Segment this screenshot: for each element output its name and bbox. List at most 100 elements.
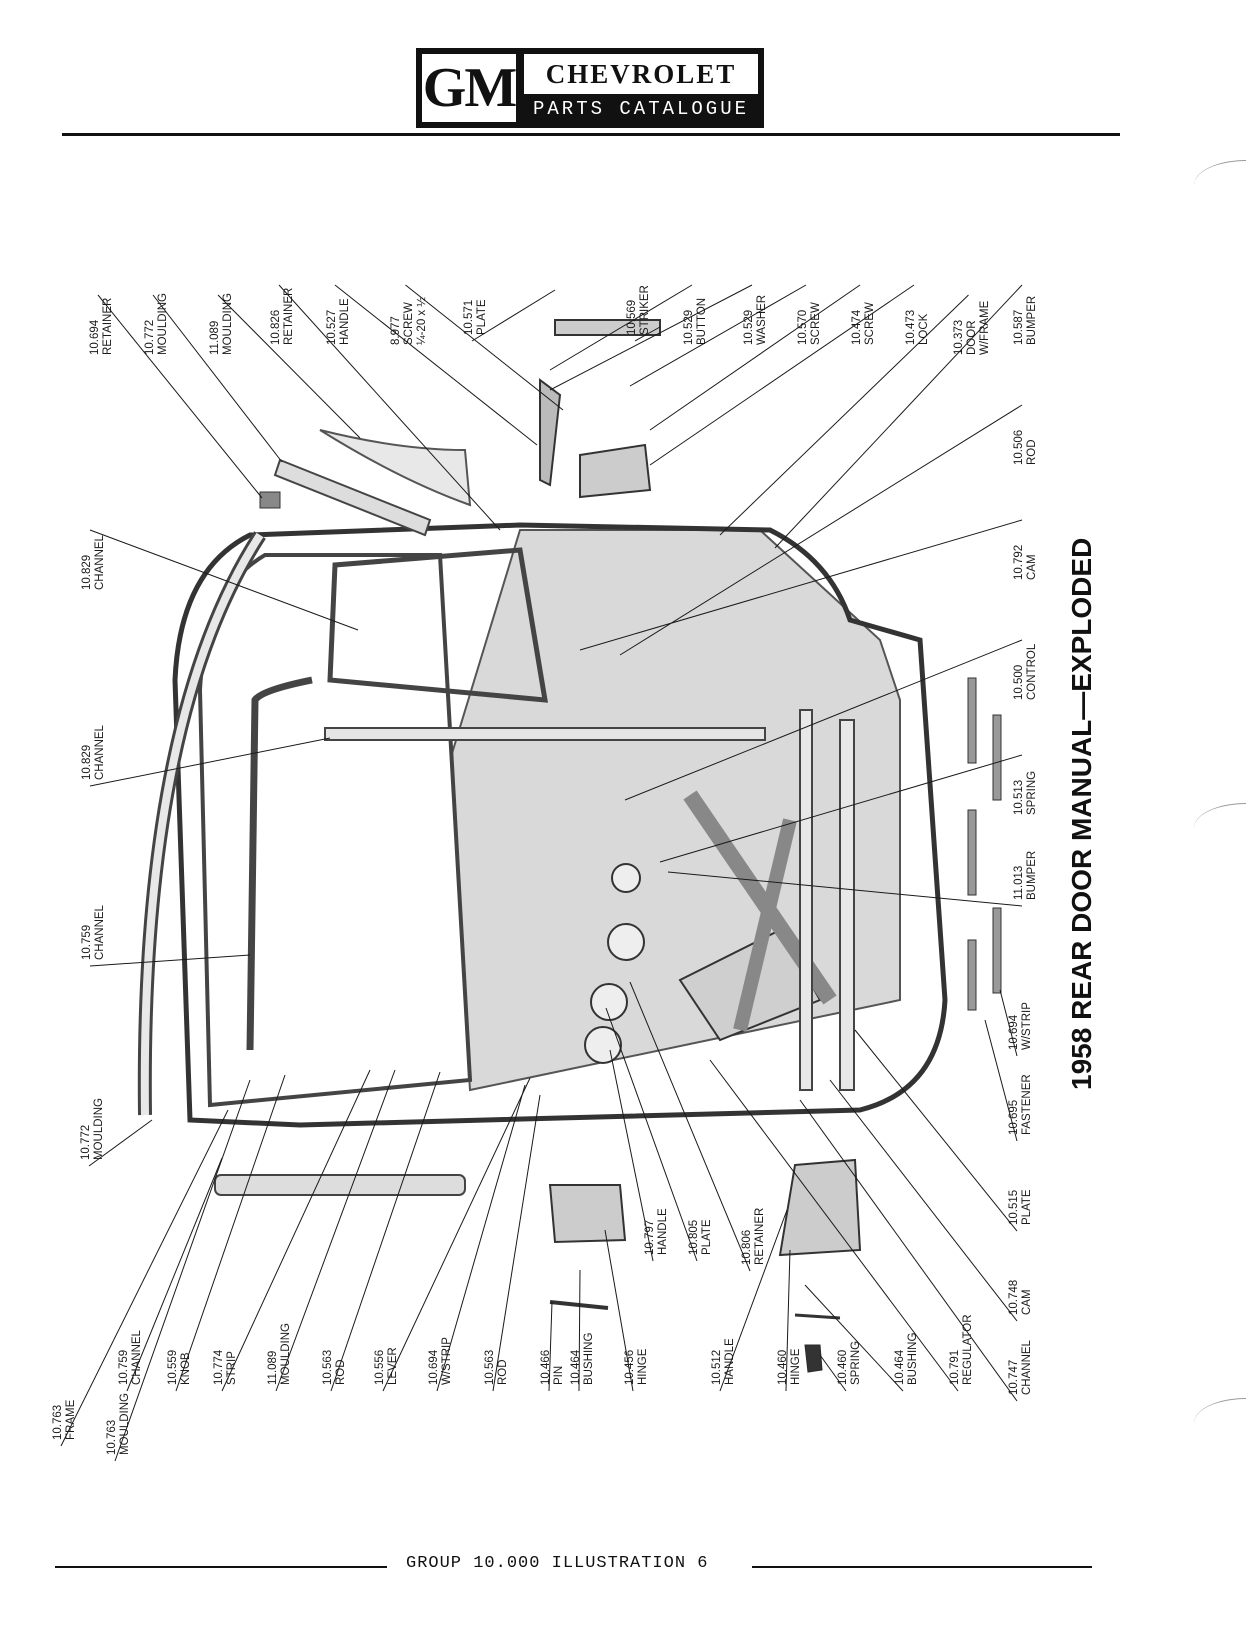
vertical-channel-strip xyxy=(799,709,813,1091)
leader-rod-10563-a xyxy=(330,1071,441,1392)
callout-part-number: 10.513 xyxy=(1013,780,1025,815)
leader-moulding-11089-bottom xyxy=(275,1069,396,1392)
leader-fastener-10695 xyxy=(984,1019,1018,1142)
vertical-channel-plate xyxy=(839,719,855,1091)
callout-part-number: 10.515 xyxy=(1008,1190,1020,1225)
footer-caption: GROUP 10.000 ILLUSTRATION 6 xyxy=(406,1554,709,1573)
callout-part-name: BUSHING xyxy=(907,1333,919,1385)
leader-channel-10759-left xyxy=(89,954,251,967)
callout-part-number: 10.791 xyxy=(949,1350,961,1385)
hinge-pin-right xyxy=(794,1313,841,1320)
callout-part-name: CHANNEL xyxy=(94,534,106,590)
callout-part-name: CAM xyxy=(1026,554,1038,580)
callout-part-name: HINGE xyxy=(790,1348,802,1385)
callout-leader-lines xyxy=(60,284,1023,1462)
callout-part-number: 10.774 xyxy=(213,1349,225,1385)
callout-part-number: 10.694 xyxy=(428,1349,440,1385)
callout-part-number: 10.460 xyxy=(837,1350,849,1385)
callout-part-number: 10.512 xyxy=(711,1350,723,1385)
leader-screw-8977 xyxy=(405,284,564,411)
leader-wstrip-10694-bottom xyxy=(436,1084,526,1392)
leader-cam-10792 xyxy=(579,519,1023,651)
callout-part-name: DOOR xyxy=(966,321,978,356)
callout-part-number: 10.763 xyxy=(106,1420,118,1455)
callout-part-number: 10.529 xyxy=(743,310,755,345)
callout-part-name: HANDLE xyxy=(657,1208,669,1255)
leader-washer-10529 xyxy=(549,284,753,391)
leader-lock-10473 xyxy=(649,284,915,466)
bumper-strip-set xyxy=(967,677,1002,1011)
hinge-pin xyxy=(549,1300,609,1310)
callout-part-name: CHANNEL xyxy=(131,1329,143,1385)
callout-part-number: 10.506 xyxy=(1013,430,1025,465)
lock-assembly xyxy=(579,443,652,499)
leader-hinge-10456 xyxy=(604,1229,634,1392)
callout-part-name: W/FRAME xyxy=(979,300,991,355)
leader-handle-10527 xyxy=(334,284,538,446)
logo-gm-mark: GM xyxy=(422,54,517,122)
callout-part-number: 10.772 xyxy=(144,320,156,355)
callout-part-name: FASTENER xyxy=(1021,1074,1033,1135)
leader-moulding-10772-left xyxy=(88,1119,153,1167)
gm-chevrolet-logo: GM CHEVROLET PARTS CATALOGUE xyxy=(416,48,764,128)
door-outer-frame xyxy=(172,522,948,1128)
leader-retainer-10694 xyxy=(97,294,263,499)
callout-part-name: MOULDING xyxy=(119,1393,131,1455)
callout-part-number: 10.829 xyxy=(81,555,93,590)
leader-cam-10748 xyxy=(829,1079,1018,1322)
callout-part-name: CONTROL xyxy=(1026,643,1038,700)
callout-part-name: W/STRIP xyxy=(441,1337,453,1385)
horizontal-channel-bar xyxy=(324,727,766,741)
leader-channel-10829-top xyxy=(89,529,359,631)
leader-moulding-11089-top xyxy=(217,294,361,439)
callout-part-number: 11.089 xyxy=(267,1351,279,1385)
callout-part-name: RETAINER xyxy=(283,288,295,345)
callout-part-name: ROD xyxy=(1026,439,1038,465)
callout-part-name: SCREW xyxy=(403,302,415,345)
callout-part-name: REGULATOR xyxy=(962,1314,974,1385)
callout-part-name: PLATE xyxy=(476,299,488,335)
callout-part-number: 10.759 xyxy=(118,1350,130,1385)
callout-part-name: FRAME xyxy=(65,1399,77,1440)
leader-channel-10759-bottom xyxy=(126,1157,223,1392)
callout-part-number: 10.500 xyxy=(1013,665,1025,700)
callout-part-number: 10.694 xyxy=(1008,1014,1020,1050)
callout-part-number: 10.748 xyxy=(1008,1280,1020,1315)
leader-rod-10563-b xyxy=(492,1094,541,1392)
callout-part-name: MOULDING xyxy=(222,293,234,355)
leader-hinge-10460 xyxy=(785,1249,791,1392)
leader-plate-10571 xyxy=(471,289,556,342)
callout-part-number: 10.759 xyxy=(81,925,93,960)
callout-part-number: 10.460 xyxy=(777,1350,789,1385)
callout-part-number: 10.527 xyxy=(326,310,338,345)
callout-part-number: 11.089 xyxy=(209,321,221,355)
inner-channel-strip xyxy=(246,676,313,1051)
callout-part-number: 10.559 xyxy=(167,1350,179,1385)
leader-retainer-10806 xyxy=(629,981,751,1272)
leader-screw-10474 xyxy=(649,284,861,431)
leader-retainer-10826 xyxy=(278,284,501,531)
leader-striker-10569 xyxy=(634,326,661,342)
leader-door-10373 xyxy=(719,294,969,536)
logo-subtitle: PARTS CATALOGUE xyxy=(532,98,750,120)
callout-part-name: RETAINER xyxy=(102,298,114,355)
leader-control-10500 xyxy=(624,639,1023,801)
callout-part-number: 10.569 xyxy=(626,300,638,335)
callout-part-name: HANDLE xyxy=(724,1338,736,1385)
